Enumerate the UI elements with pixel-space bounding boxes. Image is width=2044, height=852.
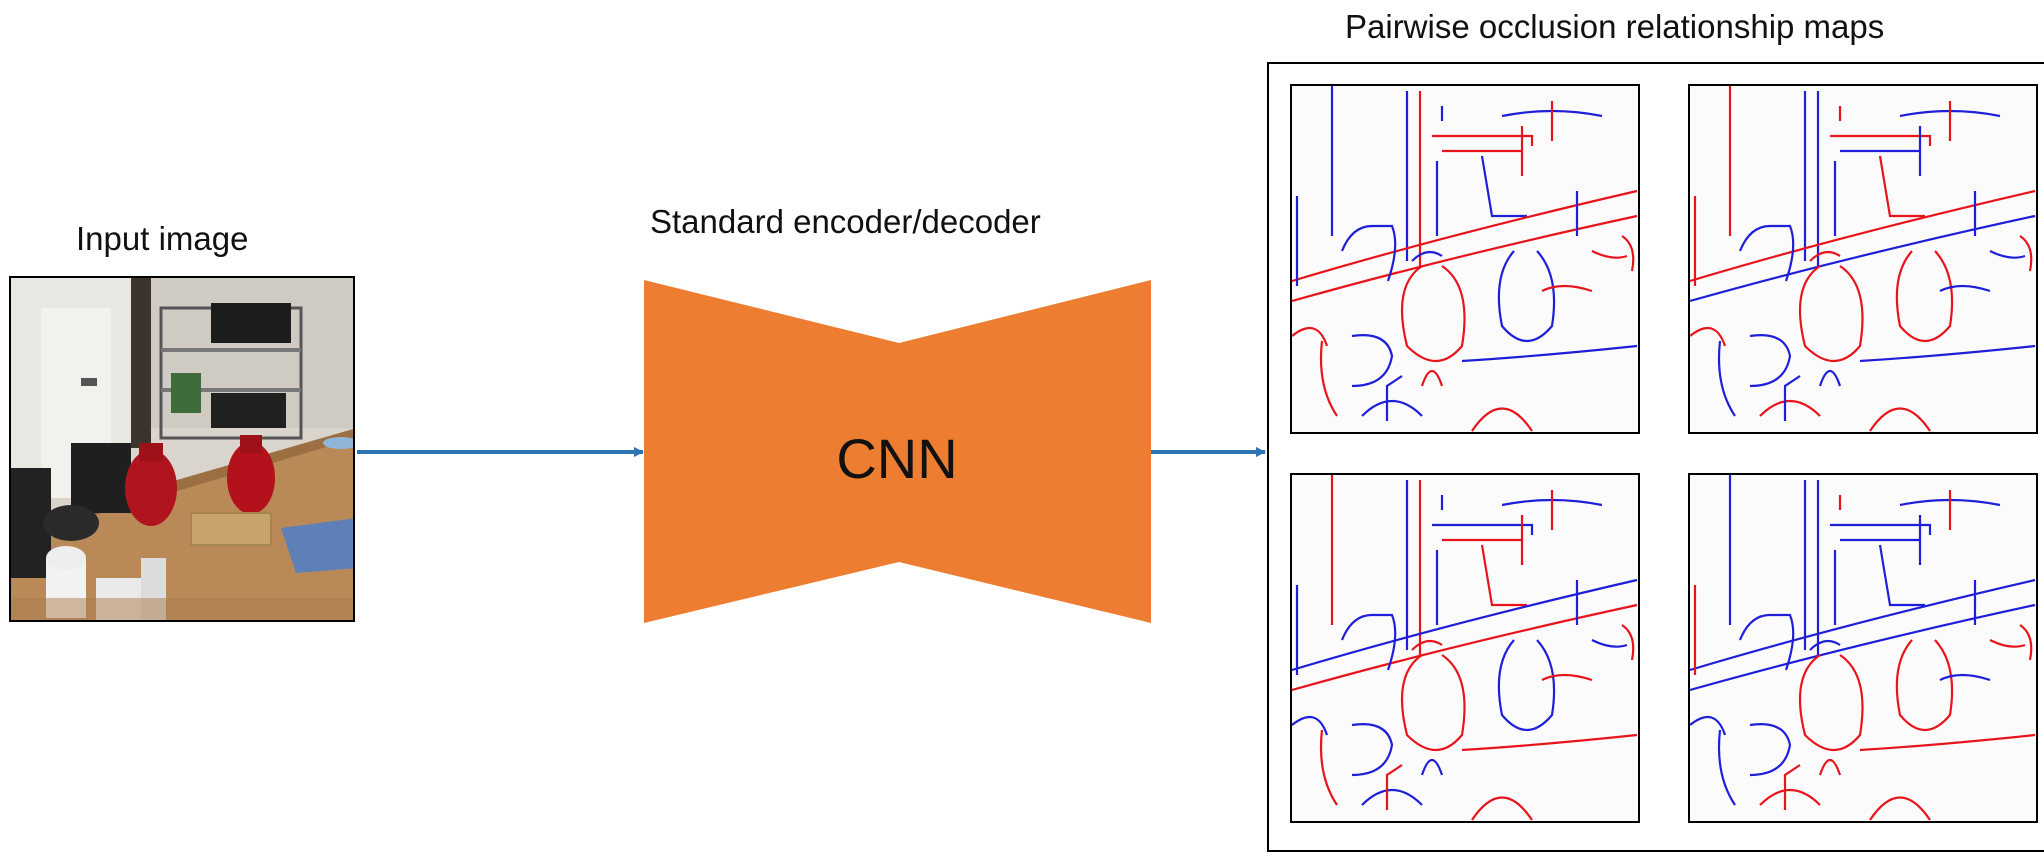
edge-stroke — [1471, 796, 1533, 821]
edge-stroke — [1461, 733, 1638, 752]
edge-stroke — [1461, 344, 1638, 363]
edge-stroke — [1361, 400, 1423, 417]
edge-stroke — [1471, 407, 1533, 432]
occlusion-map — [1688, 84, 2038, 434]
occlusion-edges — [1292, 86, 1638, 432]
edge-stroke — [1717, 340, 1736, 417]
edge-stroke — [1809, 250, 1841, 262]
edge-stroke — [1869, 796, 1931, 821]
edge-stroke — [1400, 265, 1466, 362]
edge-stroke — [1783, 375, 1801, 421]
occlusion-edges — [1690, 475, 2036, 821]
edge-stroke — [1939, 673, 1991, 682]
edge-stroke — [1591, 639, 1628, 648]
edge-stroke — [1411, 250, 1443, 262]
edge-stroke — [1497, 250, 1556, 342]
edge-stroke — [1717, 729, 1736, 806]
edge-stroke — [1830, 523, 1932, 535]
edge-stroke — [1497, 639, 1556, 731]
edge-stroke — [1878, 155, 1925, 218]
edge-stroke — [1690, 189, 2036, 283]
edge-stroke — [1798, 654, 1864, 751]
edge-stroke — [1420, 758, 1444, 776]
edge-stroke — [1690, 214, 2036, 303]
occlusion-edges — [1690, 86, 2036, 432]
cnn-label: CNN — [836, 427, 957, 490]
edge-stroke — [1859, 733, 2036, 752]
edge-stroke — [1690, 578, 2036, 672]
edge-stroke — [1292, 189, 1638, 283]
edge-stroke — [1541, 284, 1593, 293]
edge-stroke — [1340, 613, 1397, 671]
edge-stroke — [1818, 369, 1842, 387]
cnn-bowtie-shape — [644, 280, 1151, 623]
edge-stroke — [1830, 134, 1932, 146]
edge-stroke — [1385, 764, 1403, 810]
edge-stroke — [1690, 326, 1727, 347]
edge-stroke — [1591, 250, 1628, 259]
edge-stroke — [1759, 789, 1821, 806]
edge-stroke — [1432, 134, 1534, 146]
edge-stroke — [1859, 344, 2036, 363]
edge-stroke — [1939, 284, 1991, 293]
edge-stroke — [1798, 265, 1864, 362]
edge-stroke — [1738, 613, 1795, 671]
occlusion-map — [1290, 473, 1640, 823]
edge-stroke — [1400, 654, 1466, 751]
edge-stroke — [1480, 155, 1527, 218]
edge-stroke — [1292, 603, 1638, 692]
occlusion-map — [1290, 84, 1640, 434]
edge-stroke — [1809, 639, 1841, 651]
edge-stroke — [1432, 523, 1534, 535]
edge-stroke — [1989, 250, 2026, 259]
input-image-label: Input image — [76, 220, 249, 257]
edge-stroke — [1541, 673, 1593, 682]
edge-stroke — [1292, 715, 1329, 736]
edge-stroke — [1690, 603, 2036, 692]
edge-stroke — [1411, 639, 1443, 651]
edge-stroke — [1480, 544, 1527, 607]
edge-stroke — [1621, 235, 1635, 272]
input-scene — [11, 278, 353, 620]
edge-stroke — [1895, 639, 1954, 731]
edge-stroke — [1621, 624, 1635, 661]
edge-stroke — [1351, 334, 1394, 388]
edge-stroke — [1385, 375, 1403, 421]
occlusion-map — [1688, 473, 2038, 823]
edge-stroke — [1292, 578, 1638, 672]
edge-stroke — [1292, 214, 1638, 303]
edge-stroke — [1783, 764, 1801, 810]
edge-stroke — [1351, 723, 1394, 777]
edge-stroke — [1895, 250, 1954, 342]
edge-stroke — [1690, 715, 1727, 736]
maps-title: Pairwise occlusion relationship maps — [1345, 8, 1885, 45]
input-image — [9, 276, 355, 622]
edge-stroke — [1292, 326, 1329, 347]
occlusion-edges — [1292, 475, 1638, 821]
edge-stroke — [1738, 224, 1795, 282]
edge-stroke — [1818, 758, 1842, 776]
edge-stroke — [1989, 639, 2026, 648]
edge-stroke — [2019, 624, 2033, 661]
edge-stroke — [1878, 544, 1925, 607]
edge-stroke — [1361, 789, 1423, 806]
edge-stroke — [1319, 729, 1338, 806]
edge-stroke — [1420, 369, 1444, 387]
edge-stroke — [1340, 224, 1397, 282]
network-caption: Standard encoder/decoder — [650, 203, 1041, 240]
edge-stroke — [1749, 334, 1792, 388]
edge-stroke — [1869, 407, 1931, 432]
edge-stroke — [1749, 723, 1792, 777]
edge-stroke — [2019, 235, 2033, 272]
edge-stroke — [1759, 400, 1821, 417]
edge-stroke — [1319, 340, 1338, 417]
